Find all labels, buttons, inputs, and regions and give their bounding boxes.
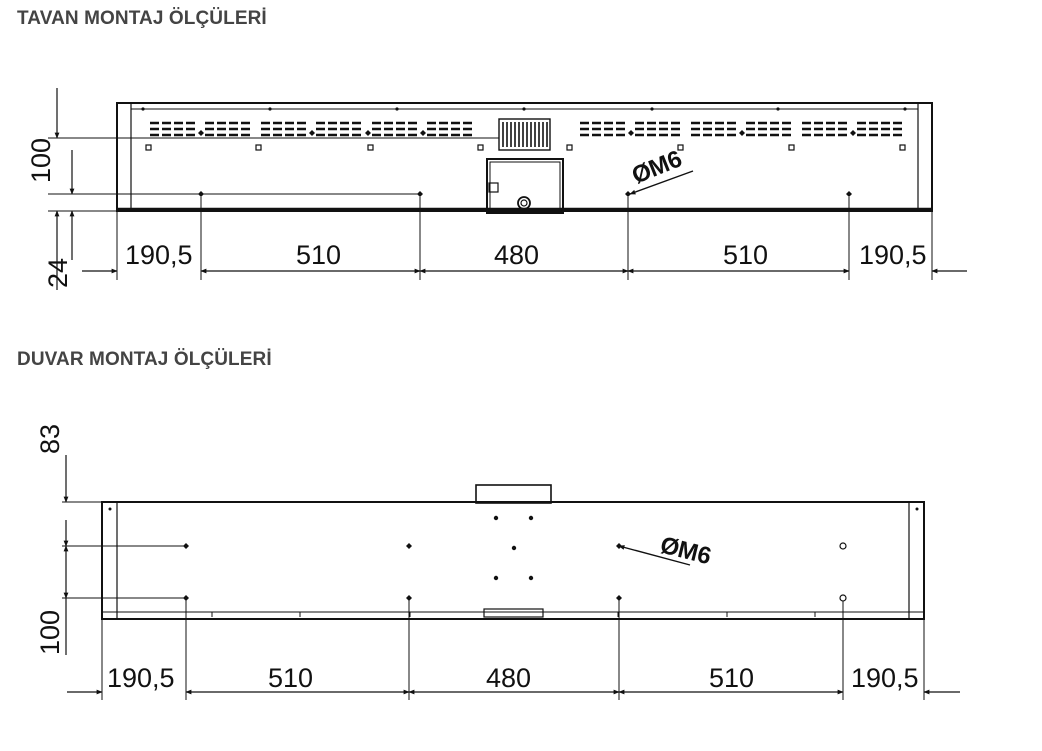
ceiling-vertical-dimensions: 100 24 [26, 88, 499, 290]
wall-unit-body [101, 501, 925, 620]
wall-m6-callout: Ø M6 [618, 532, 714, 570]
dim-span-1: 510 [296, 240, 341, 270]
dim-height-83: 83 [35, 424, 65, 454]
wall-mount-title: DUVAR MONTAJ ÖLÇÜLERİ [17, 349, 272, 370]
dim-height-100: 100 [26, 138, 56, 183]
wall-top-connector [475, 484, 552, 504]
ceiling-mount-drawing: Ø M6 100 24 [26, 88, 967, 290]
wall-mounting-holes [183, 543, 622, 601]
ceiling-junction-box [486, 158, 564, 214]
ceiling-vent-markers [198, 130, 856, 136]
wall-mount-drawing: Ø M6 83 100 [35, 424, 960, 700]
wall-open-holes [839, 542, 847, 602]
dim-right-edge: 190,5 [859, 240, 927, 270]
dim-span-3: 510 [723, 240, 768, 270]
dim-left-edge: 190,5 [107, 663, 175, 693]
wall-vertical-dimensions: 83 100 [35, 424, 186, 655]
bolt-size-label: M6 [675, 536, 714, 570]
ceiling-vent-slots [150, 121, 902, 137]
dim-span-1: 510 [268, 663, 313, 693]
ceiling-center-grille [498, 118, 551, 151]
ceiling-m6-callout: Ø M6 [628, 145, 694, 195]
dim-height-100: 100 [35, 610, 65, 655]
dim-right-edge: 190,5 [851, 663, 919, 693]
dim-span-2: 480 [494, 240, 539, 270]
dim-left-edge: 190,5 [125, 240, 193, 270]
ceiling-small-squares [145, 144, 906, 151]
wall-horizontal-dimensions: 190,5 510 480 510 190,5 [67, 600, 960, 700]
dim-span-2: 480 [486, 663, 531, 693]
dim-span-3: 510 [709, 663, 754, 693]
ceiling-mount-title: TAVAN MONTAJ ÖLÇÜLERİ [17, 8, 267, 29]
wall-center-bolts [493, 515, 534, 581]
dim-height-24: 24 [43, 258, 73, 288]
ceiling-horizontal-dimensions: 190,5 510 480 510 190,5 [82, 197, 967, 280]
